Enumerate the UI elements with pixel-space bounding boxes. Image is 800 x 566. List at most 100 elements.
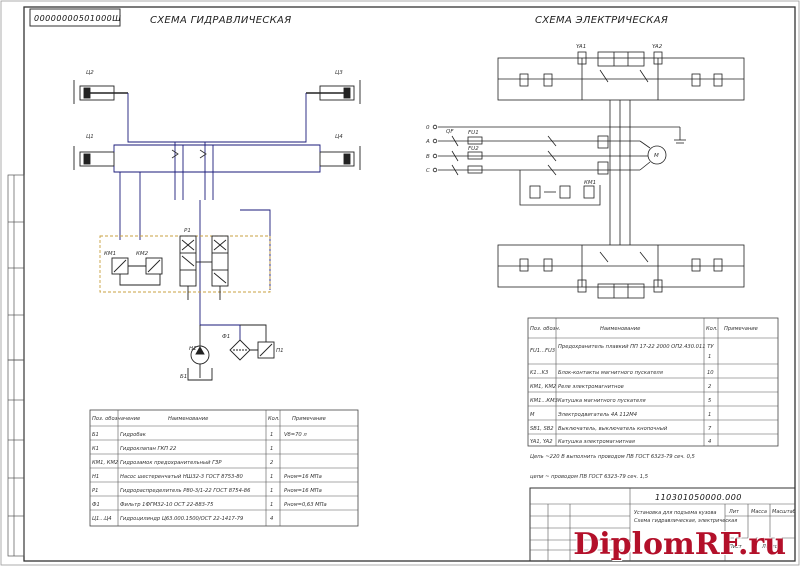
htable-r4-c3: Рном=16 МПа (284, 488, 322, 494)
htable-r4-c2: 1 (270, 488, 273, 494)
coil-ya1-bottom (577, 279, 587, 293)
htable-h1: Наименование (168, 416, 208, 422)
hydraulic-scheme (73, 80, 361, 381)
phase-c: С (426, 168, 430, 174)
etable-h1: Наименование (600, 326, 640, 332)
cylinder-c2 (73, 80, 128, 104)
htable-r0-c1: Гидробак (120, 432, 147, 438)
label-c2: Ц2 (86, 70, 94, 76)
etable-r2-c1: Реле электромагнитное (558, 384, 624, 390)
coil-ya2-top (653, 51, 663, 65)
etable-r0-c2: 1 (708, 354, 711, 360)
label-motor: М (654, 153, 659, 159)
title-code: 110301050000.000 (655, 493, 742, 502)
htable-r1-c0: К1 (92, 446, 99, 452)
etable-note-1: Цепь ~220 В выполнить проводом ПВ ГОСТ 6… (530, 454, 696, 460)
label-r1: Р1 (184, 228, 191, 234)
valve-symbol-top (597, 51, 645, 67)
etable-r6-c1: Катушка электромагнитная (558, 439, 635, 445)
label-c4: Ц4 (335, 134, 343, 140)
label-qf: QF (446, 129, 454, 135)
valve-symbol-bottom (597, 283, 645, 299)
tank-b1 (187, 364, 213, 381)
htable-r6-c2: 4 (270, 516, 273, 522)
cylinder-c3 (306, 80, 361, 104)
filter-f1 (229, 339, 251, 361)
watermark-logo: DiplomRF.ru (573, 527, 786, 562)
tb-scale: Масштаб (772, 509, 796, 515)
label-b1: Б1 (180, 374, 187, 380)
etable-r1-c1: Блок-контакты магнитного пускателя (558, 370, 663, 376)
htable-r3-c2: 1 (270, 474, 273, 480)
tb-mass: Масса (751, 509, 767, 515)
htable-r6-c0: Ц1...Ц4 (92, 516, 112, 522)
title-block: 110301050000.000 Установка для подъема к… (529, 487, 796, 562)
etable-r4-c0: М (530, 412, 535, 418)
htable-r2-c0: КМ1, КМ2 (92, 460, 118, 466)
htable-r0-c3: Vб=70 л (284, 432, 307, 438)
label-km: КМ1 (584, 180, 596, 186)
etable-r5-c0: SB1, SB2 (530, 426, 554, 432)
motor-m (647, 145, 667, 165)
htable-r5-c2: 1 (270, 502, 273, 508)
htable-r0-c0: Б1 (92, 432, 99, 438)
distributor-r1 (179, 235, 229, 287)
etable-r0-c1: Предохранитель плавкий ПП 17-22 2000 ОП2… (558, 344, 714, 350)
etable-r6-c2: 4 (708, 439, 711, 445)
hydraulic-table: Поз. обозначение Наименование Кол. Приме… (89, 409, 359, 527)
etable-r5-c1: Выключатель, выключатель кнопочный (558, 426, 668, 432)
etable-r3-c0: КМ1...КМ3 (530, 398, 558, 404)
coil-ya2-bottom (653, 279, 663, 293)
etable-r6-c0: YA1, YA2 (530, 439, 553, 445)
label-p1: П1 (276, 348, 284, 354)
htable-h2: Кол. (268, 416, 280, 422)
cylinder-c4 (319, 146, 361, 170)
etable-r2-c0: КМ1, КМ2 (530, 384, 556, 390)
htable-r3-c1: Насос шестеренчатый НШ32-3 ГОСТ 8753-80 (120, 474, 244, 480)
label-fu2: FU2 (468, 146, 479, 152)
electric-title: СХЕМА ЭЛЕКТРИЧЕСКАЯ (535, 15, 668, 26)
htable-r4-c1: Гидрораспределитель Р80-3/1-22 ГОСТ 8754… (120, 488, 251, 494)
etable-r2-c2: 2 (708, 384, 711, 390)
htable-h0: Поз. обозначение (92, 416, 140, 422)
label-km1: КМ1 (104, 251, 116, 257)
document-title: Установка для подъема кузова (634, 510, 717, 516)
etable-r4-c2: 1 (708, 412, 711, 418)
htable-r5-c1: Фильтр 1ФГМ32-10 ОСТ 22-883-75 (120, 502, 214, 508)
phase-a: А (425, 139, 430, 145)
label-f1: Ф1 (222, 334, 230, 340)
tb-lit: Лит (728, 509, 740, 515)
sheet-code-box (29, 8, 121, 27)
htable-h3: Примечание (292, 416, 326, 422)
etable-h2: Кол. (706, 326, 718, 332)
htable-r1-c2: 1 (270, 446, 273, 452)
etable-r4-c1: Электродвигатель 4А 112М4 (557, 412, 637, 418)
tb-sheet: Лист (728, 544, 743, 550)
label-fu1: FU1 (468, 130, 479, 136)
electric-table: Поз. обозн. Наименование Кол. Примечание… (527, 317, 779, 480)
phase-0: 0 (426, 125, 430, 131)
label-n1: Н1 (189, 346, 197, 352)
etable-h3: Примечание (724, 326, 758, 332)
etable-r5-c2: 7 (708, 426, 712, 432)
htable-r2-c1: Гидрозамок предохранительный ГЗР (120, 460, 222, 466)
electric-scheme (432, 51, 745, 299)
etable-h0: Поз. обозн. (530, 326, 560, 332)
etable-note-2: цепи ~ проводом ПВ ГОСТ 6323-79 сеч. 1,5 (530, 474, 649, 480)
etable-r1-c0: K1...K3 (530, 370, 548, 376)
relief-valve-p1 (257, 341, 275, 359)
htable-r6-c1: Гидроцилиндр Ц63.000.1500/ОСТ 22-1417-79 (120, 516, 243, 522)
phase-b: В (426, 154, 430, 160)
etable-r1-c2: 10 (707, 370, 714, 376)
left-margin-strips (7, 174, 25, 557)
label-c3: Ц3 (335, 70, 343, 76)
htable-r5-c0: Ф1 (92, 502, 100, 508)
etable-r0-c0: FU1...FU3 (530, 348, 555, 354)
htable-r4-c0: Р1 (92, 488, 98, 494)
cylinder-c1 (73, 146, 115, 170)
sheet-code-text: 00000000501000Ш (34, 14, 121, 23)
htable-r5-c3: Рном=0,63 МПа (284, 502, 327, 508)
etable-r3-c2: 5 (708, 398, 712, 404)
label-ya2: YA2 (652, 44, 663, 50)
htable-r0-c2: 1 (270, 432, 273, 438)
